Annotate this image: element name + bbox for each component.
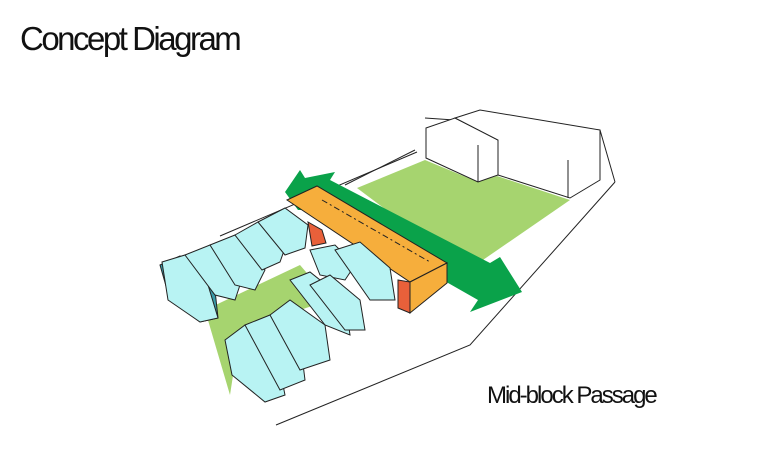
mid-block-passage-building — [285, 185, 449, 315]
lawn-east — [357, 160, 570, 262]
existing-buildings — [425, 109, 601, 199]
diagram-caption: Mid-block Passage — [487, 382, 658, 409]
row-houses — [159, 207, 396, 403]
slide-title: Concept Diagram — [20, 20, 242, 57]
